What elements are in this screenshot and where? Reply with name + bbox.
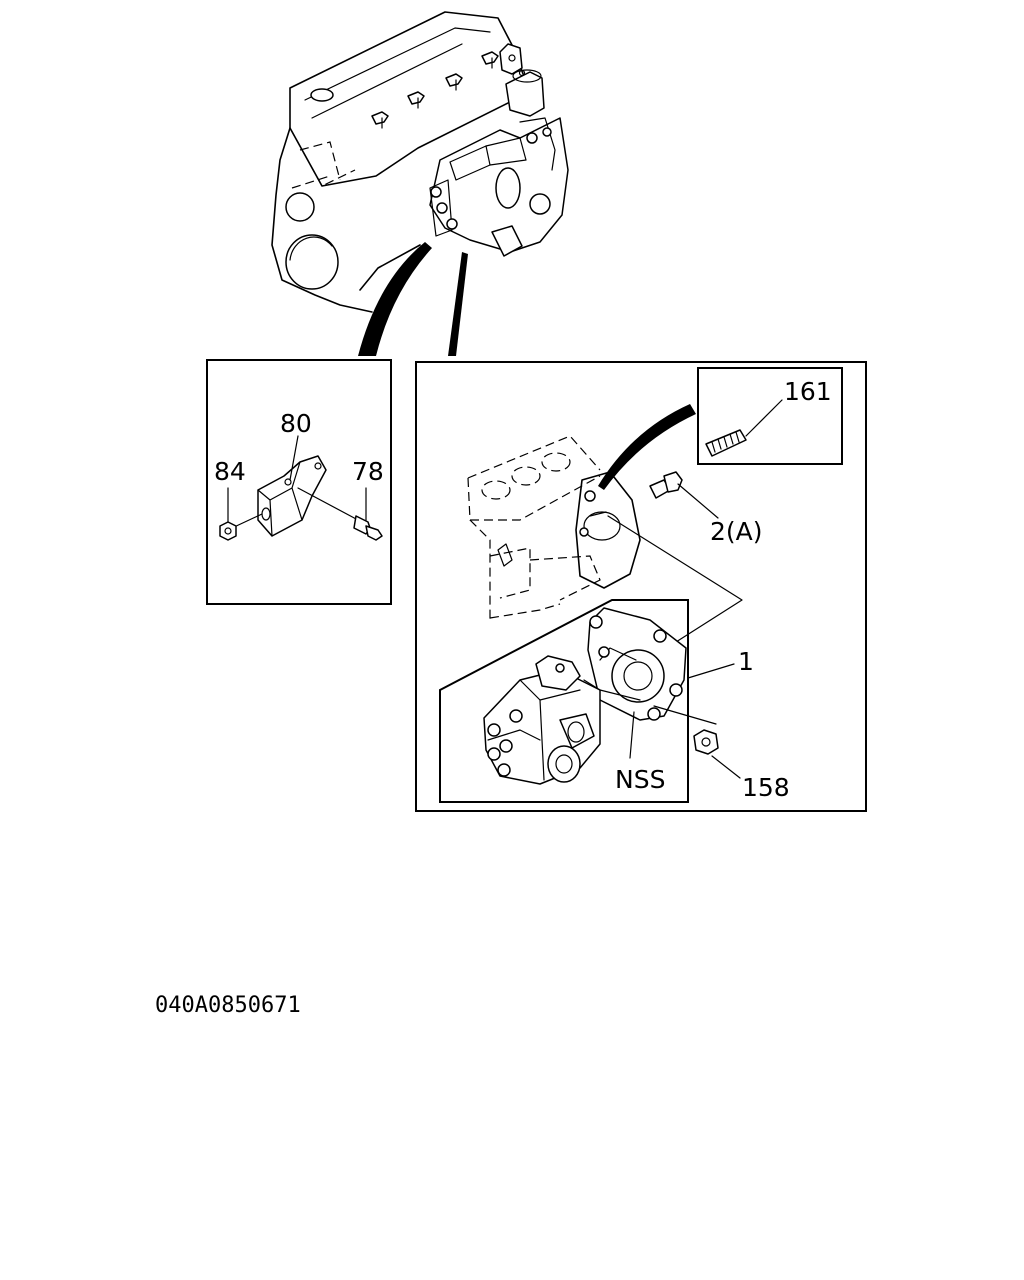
callout-78: 78	[352, 457, 384, 486]
leader-wedge-left	[358, 242, 432, 356]
detail-inset-stud	[697, 367, 843, 465]
figure-code: 040A0850671	[155, 993, 301, 1018]
bolt-2a-drawing	[649, 471, 719, 519]
pump-on-engine	[429, 117, 569, 257]
bracket-drawing	[219, 435, 383, 541]
callout-1: 1	[738, 647, 754, 676]
detail-box-bracket	[206, 359, 392, 605]
leader-wedge-right	[448, 252, 468, 356]
engine-assembly-drawing	[271, 11, 569, 356]
callout-80: 80	[280, 409, 312, 438]
label-nss: NSS	[615, 765, 665, 794]
cover-bolts	[371, 51, 499, 129]
callout-2a: 2(A)	[710, 517, 763, 546]
nss-box	[439, 599, 689, 803]
callout-84: 84	[214, 457, 246, 486]
detail-box-pump-mounting	[415, 361, 867, 812]
stud-drawing	[705, 399, 783, 457]
leader-wedge-stud	[598, 404, 696, 490]
callout-161: 161	[784, 377, 832, 406]
nut-158-drawing	[653, 705, 741, 779]
engine-block-section	[467, 435, 641, 620]
leader-callout-1	[687, 663, 735, 679]
leader-flange	[607, 515, 743, 643]
injection-pump-drawing	[483, 607, 687, 785]
callout-158: 158	[742, 773, 790, 802]
